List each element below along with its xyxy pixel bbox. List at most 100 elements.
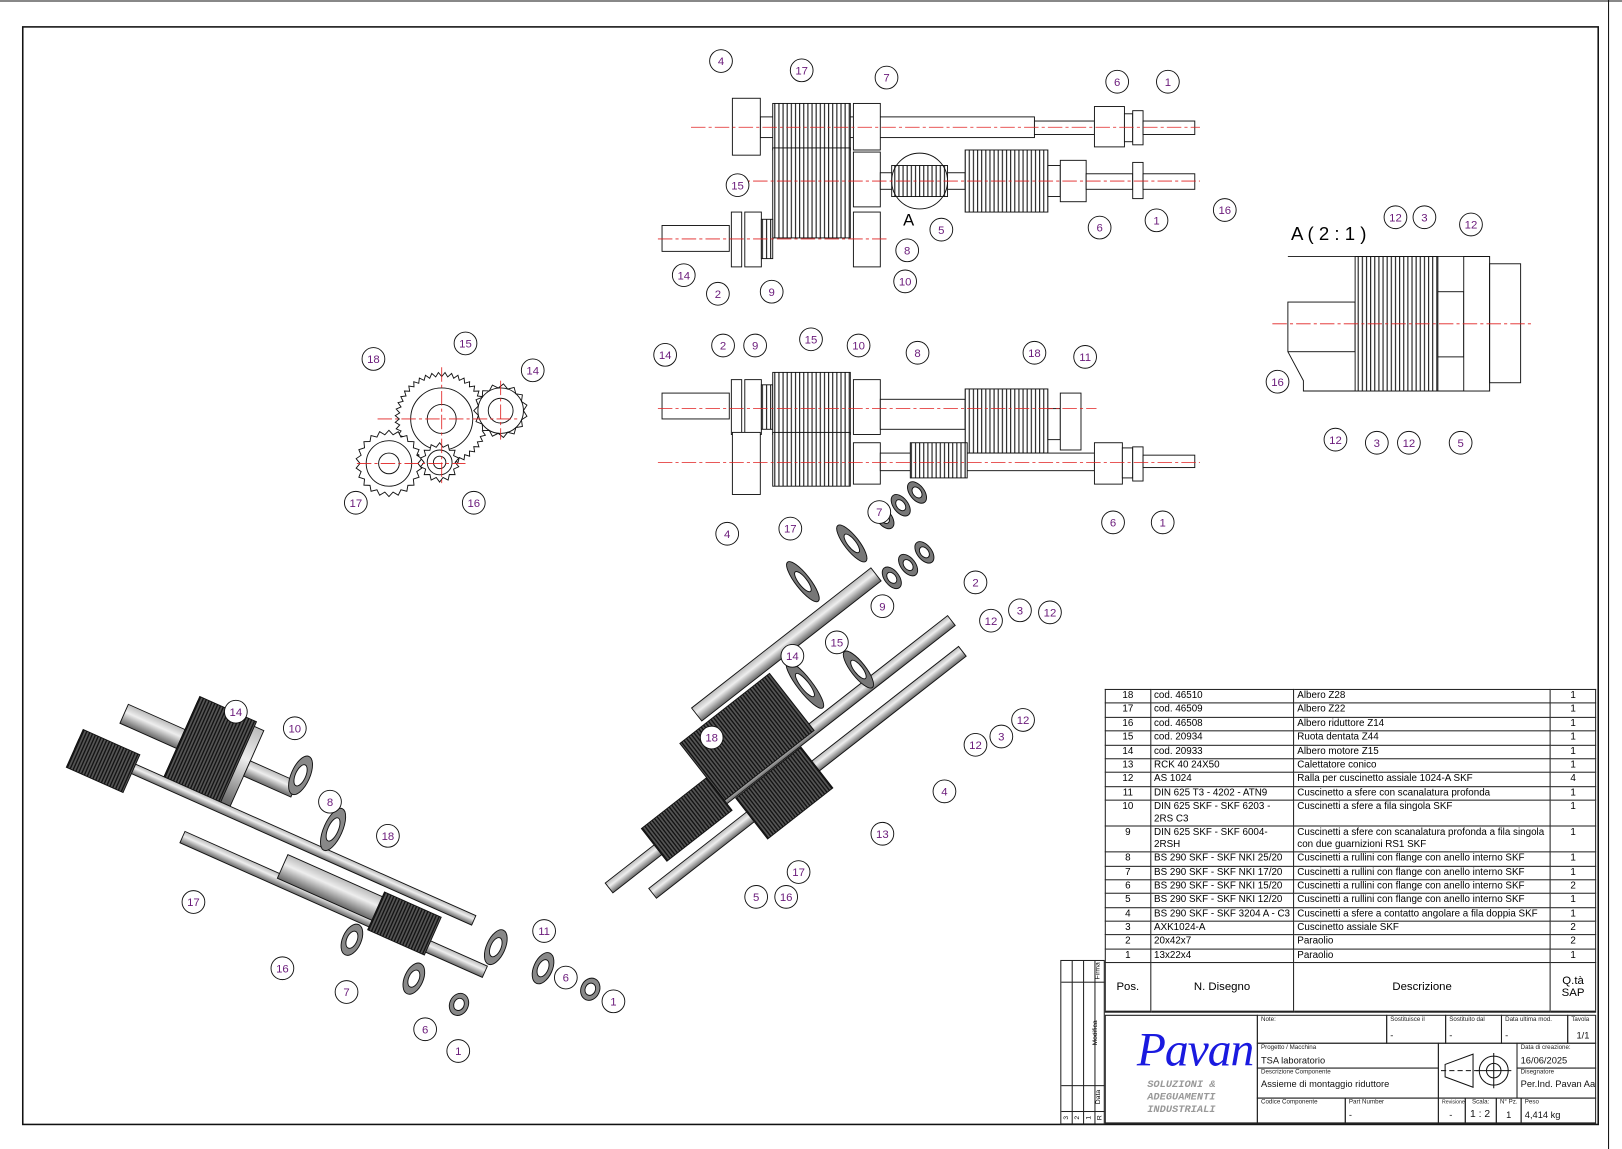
balloon-circle xyxy=(932,779,957,804)
balloon-circle xyxy=(846,333,871,358)
bom-cell-code: DIN 625 SKF - SKF 6004-2RSH xyxy=(1149,825,1295,853)
bom-cell-code: BS 290 SKF - SKF NKI 17/20 xyxy=(1149,865,1295,881)
balloon-top_view: 8 xyxy=(895,238,920,263)
bom-cell-qty: 1 xyxy=(1549,688,1597,704)
balloon-front_view: 14 xyxy=(520,358,545,383)
balloon-circle xyxy=(453,331,478,356)
balloon-circle xyxy=(446,1039,471,1063)
balloon-exploded_right: 4 xyxy=(932,779,957,804)
balloon-circle xyxy=(778,516,803,541)
bom-cell-desc: Albero Z28 xyxy=(1293,688,1552,704)
balloon-exploded_right: 12 xyxy=(1038,600,1062,625)
balloon-circle xyxy=(825,630,849,655)
balloon-circle xyxy=(780,643,805,668)
balloon-circle xyxy=(361,347,386,371)
logo-name: Pavan xyxy=(1136,1023,1254,1076)
balloon-circle xyxy=(461,490,486,515)
part-outline xyxy=(1287,301,1356,353)
rev-index: R xyxy=(1096,1115,1104,1121)
bom-cell-qty: 1 xyxy=(1549,716,1597,732)
balloon-number: 11 xyxy=(1079,352,1091,364)
balloon-circle xyxy=(979,608,1003,633)
balloon-exploded_right: 5 xyxy=(744,885,769,909)
balloon-number: 6 xyxy=(1110,518,1116,530)
balloon-number: 5 xyxy=(938,225,944,237)
balloon-exploded_left: 10 xyxy=(282,716,307,741)
bom-cell-pos: 14 xyxy=(1104,744,1151,760)
field-label: Tavola xyxy=(1571,1016,1590,1024)
company-logo: Pavan SOLUZIONI & ADEGUAMENTI INDUSTRIAL… xyxy=(1104,1014,1258,1125)
sostituito-field: Sostituito dal- xyxy=(1445,1014,1503,1044)
balloon-front_view: 18 xyxy=(361,347,386,371)
bom-header-code: N. Disegno xyxy=(1149,962,1295,1013)
balloon-circle xyxy=(1383,205,1408,230)
note-label: Note: xyxy=(1260,1016,1276,1024)
balloon-exploded_right: 9 xyxy=(870,594,895,619)
balloon-circle xyxy=(1144,208,1169,233)
balloon-side_view: 7 xyxy=(867,500,892,524)
balloon-detail_view: 16 xyxy=(1265,369,1290,394)
balloon-number: 14 xyxy=(230,707,243,719)
balloon-circle xyxy=(376,823,400,848)
seal-1 xyxy=(1132,110,1144,146)
balloon-number: 9 xyxy=(769,287,775,299)
bore xyxy=(794,672,815,698)
balloon-top_view: 14 xyxy=(671,263,696,288)
bore xyxy=(536,959,550,978)
field-value: 1 xyxy=(1506,1109,1512,1121)
balloon-circle xyxy=(870,594,895,619)
balloon-exploded_right: 15 xyxy=(825,630,849,655)
logo-tagline-line: ADEGUAMENTI xyxy=(1147,1092,1216,1104)
balloon-exploded_left: 6 xyxy=(553,965,578,990)
balloon-side_view: 17 xyxy=(778,516,803,541)
balloon-circle xyxy=(963,570,988,595)
bom-cell-desc: Cuscinetti a sfere con scanalatura profo… xyxy=(1293,825,1552,853)
balloon-circle xyxy=(318,789,342,814)
bom-cell-code: cod. 20933 xyxy=(1149,744,1295,760)
balloon-number: 16 xyxy=(276,963,289,975)
sheet-frame xyxy=(21,26,1599,1126)
balloon-number: 17 xyxy=(187,897,200,909)
bom-header-desc: Descrizione xyxy=(1293,962,1552,1013)
bom-cell-desc: Cuscinetti a rullini con flange con anel… xyxy=(1293,865,1552,881)
balloon-exploded_right: 16 xyxy=(774,885,799,909)
balloon-circle xyxy=(181,890,206,914)
bom-cell-pos: 4 xyxy=(1104,906,1151,922)
balloon-exploded_left: 17 xyxy=(181,890,206,914)
balloon-top_view: 17 xyxy=(789,58,814,83)
balloon-number: 5 xyxy=(1457,438,1463,450)
bom-cell-code: cod. 46509 xyxy=(1149,702,1295,718)
balloon-circle xyxy=(1459,212,1483,237)
bore xyxy=(407,969,421,988)
balloon-number: 17 xyxy=(792,867,805,879)
part-outline xyxy=(1047,408,1061,441)
shaft-14 xyxy=(661,392,730,420)
balloon-circle xyxy=(711,333,735,358)
balloon-number: 17 xyxy=(795,65,808,77)
bom-cell-qty: 1 xyxy=(1549,702,1597,718)
balloon-number: 8 xyxy=(914,348,920,360)
data-label: Data xyxy=(1094,1089,1103,1105)
bom-cell-desc: Cuscinetti a rullini con flange con anel… xyxy=(1293,879,1552,895)
field-label: Descrizione Componente xyxy=(1260,1069,1331,1076)
balloon-number: 17 xyxy=(350,498,363,510)
balloon-number: 7 xyxy=(883,73,889,85)
bom-cell-qty: 2 xyxy=(1549,920,1597,936)
balloon-number: 14 xyxy=(659,350,672,362)
balloon-exploded_right: 2 xyxy=(963,570,988,595)
part-outline xyxy=(1142,173,1196,190)
balloon-number: 1 xyxy=(455,1046,461,1058)
bore xyxy=(850,659,867,680)
part-outline xyxy=(1123,113,1134,143)
field-value: TSA laboratorio xyxy=(1260,1055,1326,1066)
modifica-label: Modifica xyxy=(1091,1020,1100,1046)
bom-cell-desc: Cuscinetti a rullini con flange con anel… xyxy=(1293,893,1552,908)
balloon-top_view: 1 xyxy=(1156,69,1180,94)
